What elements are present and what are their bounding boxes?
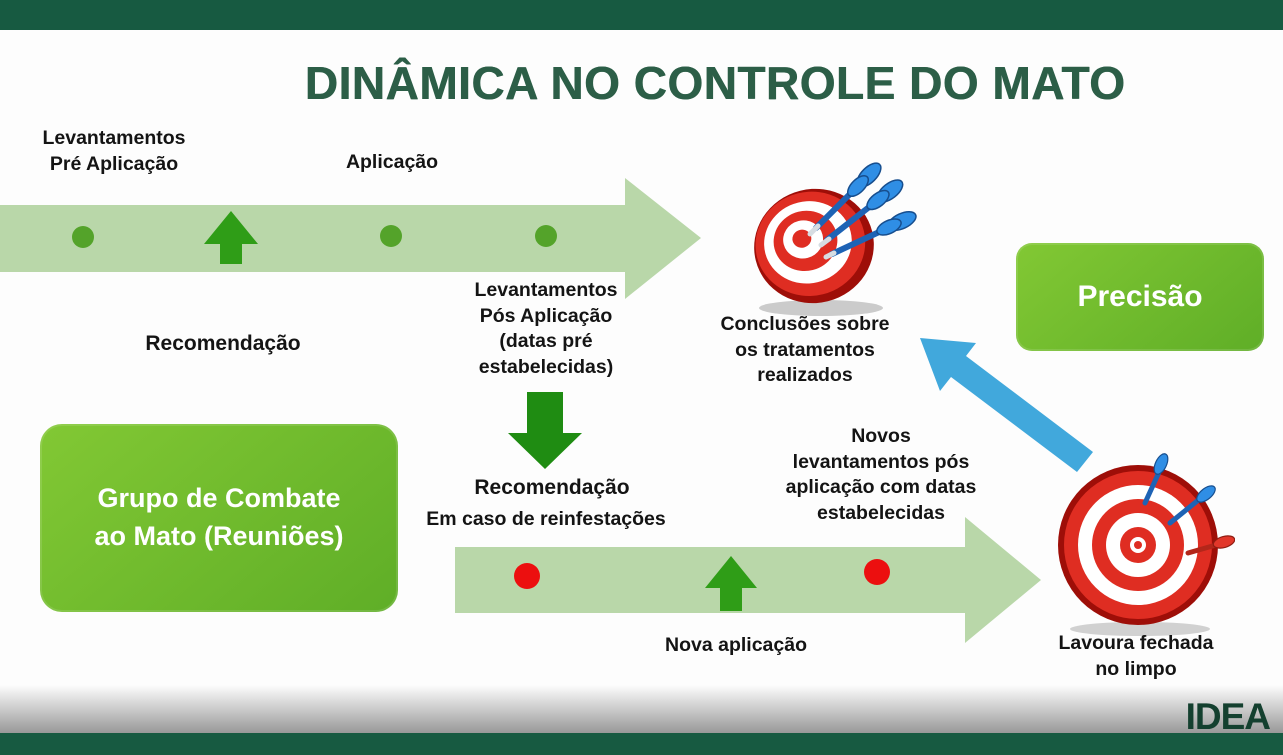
blue-dart-icon bbox=[807, 162, 882, 237]
red-dart-icon bbox=[1185, 535, 1235, 556]
milestone-dot-3 bbox=[535, 225, 557, 247]
milestone-dot-1 bbox=[72, 226, 94, 248]
blue-dart-icon bbox=[1142, 453, 1169, 506]
label-levantamentos-pos-aplicacao: Levantamentos Pós Aplicação (datas pré e… bbox=[474, 279, 618, 379]
dartboard-shadow bbox=[759, 300, 883, 316]
feedback-arrow-up-left-icon bbox=[920, 338, 1093, 472]
label-lavoura-fechada-no-limpo: Lavoura fechada no limpo bbox=[1058, 632, 1214, 680]
recommendation-up-arrow-icon bbox=[204, 211, 258, 264]
label-recomendacao-mid: Recomendação bbox=[474, 476, 630, 499]
blue-dart-icon bbox=[823, 210, 917, 260]
slide-title: DINÂMICA NO CONTROLE DO MATO bbox=[304, 57, 1126, 109]
label-conclusoes-tratamentos: Conclusões sobre os tratamentos realizad… bbox=[720, 313, 890, 387]
nova-aplicacao-up-arrow-icon bbox=[705, 556, 757, 611]
label-nova-aplicacao: Nova aplicação bbox=[665, 634, 807, 656]
label-recomendacao-top: Recomendação bbox=[145, 332, 301, 355]
dartboard-rings bbox=[1058, 465, 1218, 625]
label-levantamentos-pre-aplicacao: Levantamentos Pré Aplicação bbox=[42, 127, 186, 175]
grupo-combate-box: Grupo de Combate ao Mato (Reuniões) bbox=[40, 424, 398, 612]
timeline-arrow-top bbox=[0, 178, 701, 299]
reinfestation-dot-2 bbox=[864, 559, 890, 585]
bottom-shadow-band bbox=[0, 685, 1283, 733]
label-em-caso-de-reinfestacoes: Em caso de reinfestações bbox=[426, 508, 666, 530]
bottom-border-bar bbox=[0, 733, 1283, 755]
label-novos-levantamentos: Novos levantamentos pós aplicação com da… bbox=[785, 425, 977, 525]
dartboard-bottom-icon bbox=[1058, 453, 1235, 636]
precisao-box: Precisão bbox=[1016, 243, 1264, 351]
label-aplicacao: Aplicação bbox=[345, 151, 439, 173]
recommendation-down-arrow-icon bbox=[508, 392, 582, 469]
dartboard-shadow bbox=[1070, 622, 1210, 636]
reinfestation-dot-1 bbox=[514, 563, 540, 589]
dartboard-rings bbox=[754, 188, 874, 304]
dartboard-top-icon bbox=[754, 162, 917, 316]
top-border-bar bbox=[0, 0, 1283, 30]
milestone-dot-2 bbox=[380, 225, 402, 247]
idea-logo: IDEA bbox=[1185, 696, 1271, 737]
blue-dart-icon bbox=[818, 179, 904, 248]
blue-dart-icon bbox=[1167, 485, 1216, 526]
